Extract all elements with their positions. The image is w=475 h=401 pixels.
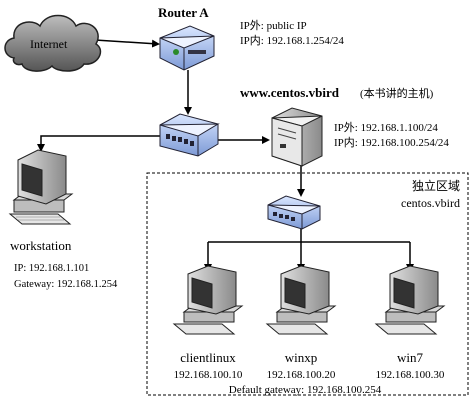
client-name-clientlinux: clientlinux bbox=[180, 350, 236, 365]
zone-domain: centos.vbird bbox=[401, 196, 460, 210]
client-ip-clientlinux: 192.168.100.10 bbox=[174, 369, 243, 381]
server-hostname: www.centos.vbird bbox=[240, 85, 340, 100]
zone-title: 独立区域 bbox=[412, 178, 460, 193]
server-ip-inner: IP内: 192.168.100.254/24 bbox=[334, 135, 449, 149]
link-switch-workstation bbox=[37, 135, 160, 152]
clientlinux-pc-icon bbox=[172, 265, 244, 335]
isolated-zone-border bbox=[146, 172, 469, 396]
server-ip-outer: IP外: 192.168.1.100/24 bbox=[334, 121, 438, 134]
router-icon bbox=[159, 25, 215, 71]
winxp-pc-icon bbox=[265, 265, 337, 335]
workstation-pc-icon bbox=[8, 149, 74, 225]
router-title: Router A bbox=[158, 5, 209, 20]
client-ip-win7: 192.168.100.30 bbox=[376, 369, 445, 381]
router-ip-outer: IP外: public IP bbox=[240, 19, 307, 32]
link-internet-router bbox=[94, 39, 160, 48]
workstation-name: workstation bbox=[10, 238, 72, 253]
client-ip-winxp: 192.168.100.20 bbox=[267, 369, 336, 381]
internet-label: Internet bbox=[30, 37, 68, 51]
client-name-winxp: winxp bbox=[285, 350, 318, 365]
lan-switch-icon bbox=[267, 195, 321, 230]
client-name-win7: win7 bbox=[397, 350, 424, 365]
server-note: (本书讲的主机) bbox=[360, 86, 434, 100]
server-icon bbox=[271, 107, 323, 167]
workstation-ip: IP: 192.168.1.101 bbox=[14, 263, 89, 274]
connection-lines bbox=[37, 39, 414, 272]
internet-cloud-icon: Internet bbox=[4, 14, 102, 72]
default-gateway-label: Default gateway: 192.168.100.254 bbox=[229, 384, 382, 396]
win7-pc-icon bbox=[374, 265, 446, 335]
router-ip-inner: IP内: 192.168.1.254/24 bbox=[240, 33, 344, 47]
workstation-gateway: Gateway: 192.168.1.254 bbox=[14, 279, 118, 290]
switch-icon bbox=[159, 113, 220, 157]
